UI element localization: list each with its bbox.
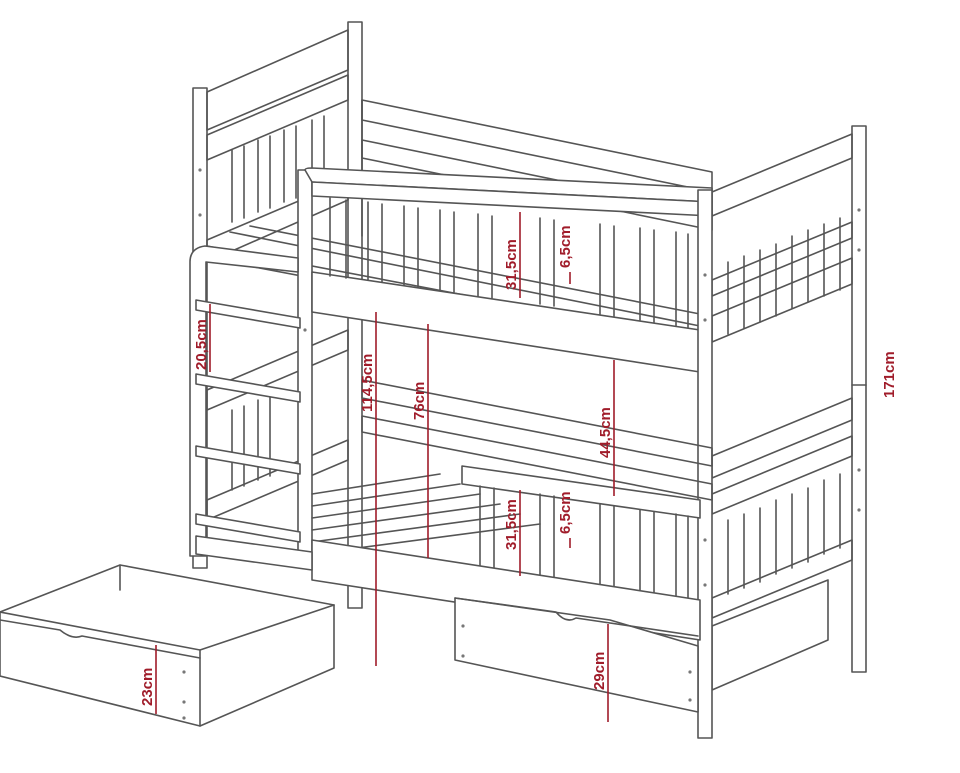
- foot-end-frame: [711, 125, 867, 691]
- left-drawer: [0, 564, 335, 727]
- lower-bed: [195, 379, 713, 641]
- upper-front-guard-rail: [297, 167, 713, 739]
- dim-bunk-spacing: 44,5cm: [597, 407, 614, 458]
- dim-rail-lower: 31,5cm: [503, 499, 520, 550]
- dim-ladder-step: 20,5cm: [193, 319, 210, 370]
- dim-rail-upper: 31,5cm: [503, 239, 520, 290]
- dim-total-upper: 114,5cm: [359, 354, 376, 412]
- dim-drawer-left: 23cm: [139, 668, 156, 706]
- dim-gap-upper: 6,5cm: [557, 225, 574, 268]
- dimension-annotations: 31,5cm 6,5cm 20,5cm 114,5cm 76cm 44,5cm …: [139, 212, 898, 722]
- bunk-bed-frame: [0, 21, 867, 739]
- ladder: [189, 245, 301, 557]
- dim-bed-clearance: 76cm: [411, 382, 428, 420]
- dim-drawer-right: 29cm: [591, 652, 608, 690]
- dim-gap-lower: 6,5cm: [557, 491, 574, 534]
- dim-total-height: 171cm: [881, 351, 898, 398]
- back-upper-rail: [361, 99, 713, 237]
- right-drawer: [454, 597, 699, 713]
